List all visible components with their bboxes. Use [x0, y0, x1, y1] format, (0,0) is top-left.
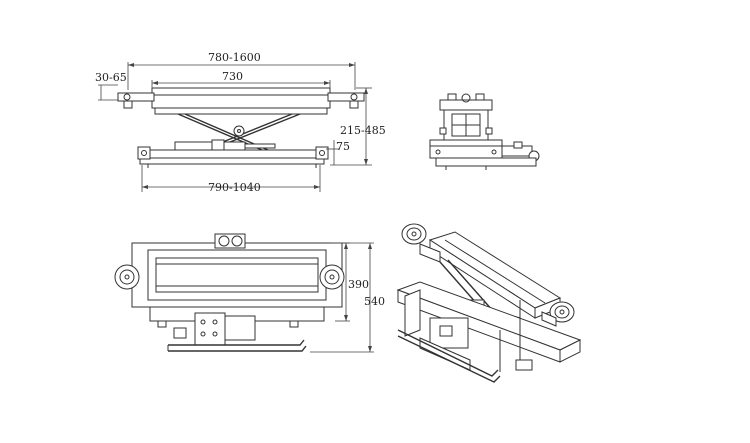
dim-pad-spacing: 390 [348, 278, 369, 291]
side-elevation-view [429, 93, 540, 170]
front-elevation-view: 780-1600 730 30-65 215-485 75 790-1040 [95, 51, 386, 194]
plan-view: 390 540 [114, 233, 385, 353]
dim-platform-length: 730 [222, 70, 243, 83]
isometric-view [396, 223, 582, 383]
dim-lift-height: 215-485 [340, 124, 386, 137]
dim-pad-offset: 30-65 [95, 71, 127, 84]
dim-base-width: 790-1040 [208, 181, 261, 194]
dim-overall-width: 780-1600 [208, 51, 261, 64]
dim-closed-height: 75 [336, 140, 350, 153]
dim-base-depth: 540 [364, 295, 385, 308]
